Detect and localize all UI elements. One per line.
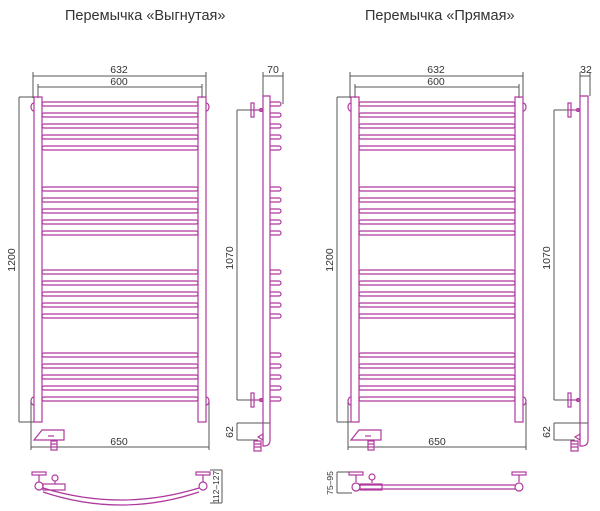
rung-group-3 (41, 269, 199, 319)
dimension-depth: 32 (579, 64, 592, 96)
rung-group-4 (358, 352, 516, 402)
dimension-height: 1200 (324, 96, 357, 423)
dimension-rung-width: 600 (354, 76, 520, 98)
label-depth: 70 (267, 64, 279, 76)
wall-bracket-top (567, 102, 581, 118)
top-view-straight: 75–95 (325, 471, 527, 495)
dimension-wall-offset-curved: 112–127 (210, 469, 223, 504)
wall-bracket-bottom (250, 392, 264, 408)
side-connector (570, 432, 581, 452)
label-wall-offset-curved: 112–127 (211, 471, 221, 504)
top-view-curved: 112–127 (31, 469, 223, 506)
dimension-height: 1200 (6, 96, 40, 423)
electric-connector (32, 429, 65, 451)
front-view-straight: 632 600 1200 650 (324, 64, 527, 451)
left-riser-tube (33, 96, 43, 423)
label-mount-spacing: 1070 (224, 246, 236, 270)
rung-group-3 (358, 269, 516, 319)
side-connector (253, 432, 264, 452)
dimension-overall-width: 632 (349, 64, 524, 98)
mount-lug (522, 396, 527, 406)
dimension-base-width: 650 (347, 400, 527, 450)
rung-profiles (270, 101, 282, 402)
wall-bracket-bottom (567, 392, 581, 408)
label-bottom-offset: 62 (224, 426, 236, 438)
dimension-mount-spacing: 1070 (224, 109, 252, 401)
riser-profile (579, 95, 589, 447)
rung-group-1 (358, 101, 516, 151)
right-riser-tube (514, 96, 524, 423)
rung-group-2 (358, 186, 516, 236)
label-rung-width: 600 (110, 76, 128, 88)
dimension-bottom-offset: 62 (541, 422, 588, 441)
rung-group-1 (41, 101, 199, 151)
label-height: 1200 (6, 248, 18, 272)
label-height: 1200 (324, 248, 336, 272)
label-rung-width: 600 (427, 76, 445, 88)
label-base-width: 650 (110, 436, 128, 448)
right-riser-tube (197, 96, 207, 423)
dimension-bottom-offset: 62 (224, 422, 270, 441)
title-curved-bridge: Перемычка «Выгнутая» (65, 8, 226, 24)
mount-lug (30, 102, 35, 112)
wall-bracket-top (250, 102, 264, 118)
dimension-base-width: 650 (30, 400, 210, 450)
dimension-overall-width: 632 (32, 64, 207, 98)
front-view-curved: 632 600 1200 650 (6, 64, 210, 451)
mount-lug (205, 396, 210, 406)
rung-group-4 (41, 352, 199, 402)
mount-lug (347, 102, 352, 112)
electric-connector (349, 429, 382, 451)
mount-lug (522, 102, 527, 112)
label-mount-spacing: 1070 (541, 246, 553, 270)
dimension-wall-offset-straight: 75–95 (325, 471, 352, 495)
label-base-width: 650 (428, 436, 446, 448)
curved-bridge (42, 487, 200, 501)
dimension-depth: 70 (262, 64, 284, 104)
label-depth: 32 (580, 64, 592, 76)
title-straight-bridge: Перемычка «Прямая» (365, 8, 515, 24)
side-view-straight: 32 1070 62 (541, 64, 592, 452)
rung-group-2 (41, 186, 199, 236)
label-overall-width: 632 (427, 64, 445, 76)
left-riser-tube (350, 96, 360, 423)
mount-lug (347, 396, 352, 406)
label-bottom-offset: 62 (541, 426, 553, 438)
label-overall-width: 632 (110, 64, 128, 76)
mount-lug (205, 102, 210, 112)
dimension-mount-spacing: 1070 (541, 109, 569, 401)
dimension-rung-width: 600 (37, 76, 203, 98)
side-view-curved: 70 1070 62 (224, 64, 284, 452)
label-wall-offset-straight: 75–95 (325, 471, 335, 495)
riser-profile (262, 95, 271, 447)
mount-lug (30, 396, 35, 406)
